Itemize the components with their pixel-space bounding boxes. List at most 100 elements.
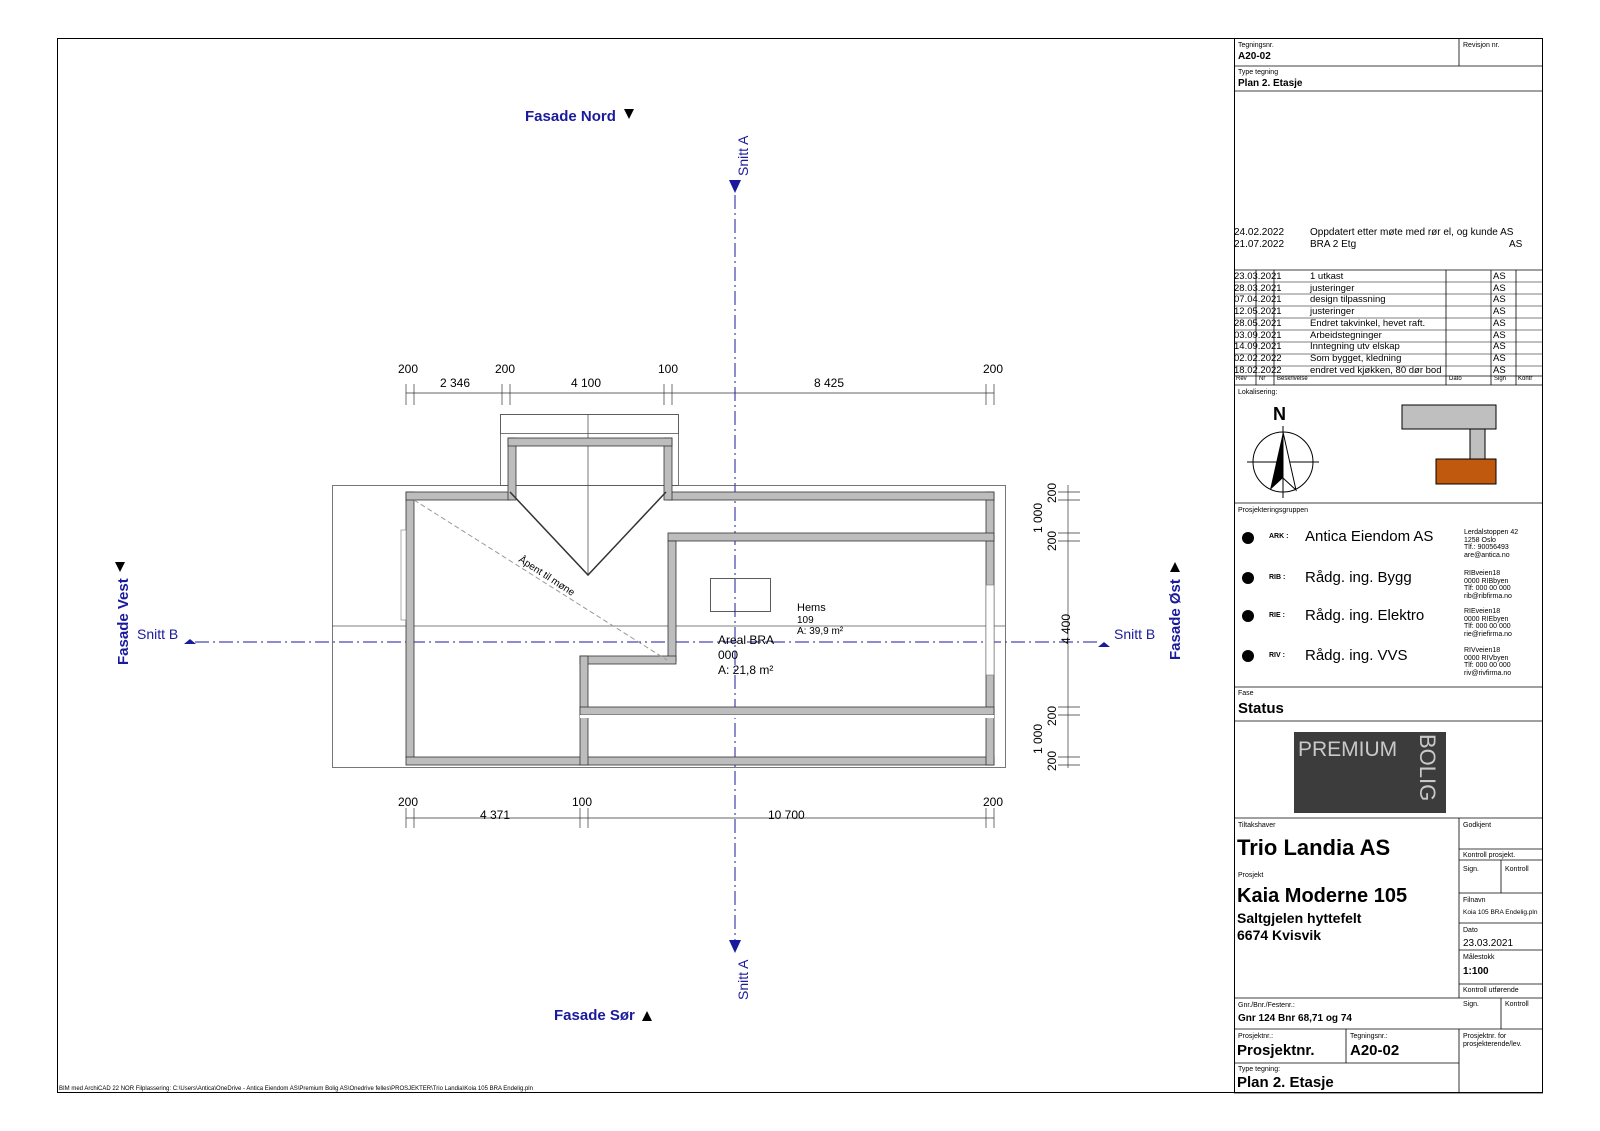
rev-header-date: Dato	[1449, 376, 1462, 382]
north-arrow-icon	[1247, 426, 1319, 498]
footer-file-path: BIM med ArchiCAD 22 NOR Filplassering: C…	[59, 1086, 533, 1092]
revision-row-date: 07.04.2021	[1234, 294, 1282, 306]
filename-label: Filnavn	[1463, 897, 1486, 904]
dim-top-8425: 8 425	[814, 376, 844, 390]
team-bullet-rib	[1242, 572, 1254, 584]
dim-bottom-200b: 200	[983, 795, 1003, 809]
dim-right-200d: 200	[1045, 751, 1059, 771]
revision-row-sign: AS	[1493, 271, 1506, 282]
approved-label: Godkjent	[1463, 822, 1492, 829]
facade-east-marker	[1170, 562, 1180, 572]
revision-row-date: 28.05.2021	[1234, 317, 1282, 329]
revision-row-sign: AS	[1493, 306, 1506, 318]
revision-row-text: Endret takvinkel, hevet raft.	[1310, 317, 1426, 329]
revision-row-date: 18.02.2022	[1234, 364, 1282, 376]
facade-west-label: Fasade Vest	[115, 578, 132, 665]
section-a-top-label: Snitt A	[735, 135, 751, 176]
open-to-ridge-label: Åpent til møne	[516, 553, 578, 599]
bra-name: Areal BRA	[718, 633, 774, 647]
revision-row-date: 28.03.2021	[1234, 282, 1282, 294]
open-to-ridge-line	[413, 499, 668, 661]
facade-west-marker	[115, 562, 125, 572]
site-location-icon	[1401, 404, 1497, 485]
date-value: 23.03.2021	[1463, 938, 1514, 949]
revision-row-text: Som bygget, kledning	[1310, 352, 1402, 364]
team-rie-role: RIE :	[1269, 612, 1285, 619]
hems-name: Hems	[797, 602, 826, 614]
facade-south-marker	[642, 1011, 652, 1021]
bra-area: A: 21,8 m²	[718, 663, 773, 677]
dormer-roof-outline	[500, 414, 679, 486]
section-a-bottom-label: Snitt A	[735, 959, 751, 1000]
section-b-left-label: Snitt B	[137, 626, 178, 642]
north-letter: N	[1273, 404, 1286, 424]
dim-right-200b: 200	[1045, 531, 1059, 551]
scale-value: 1:100	[1463, 966, 1489, 977]
scale-label: Målestokk	[1463, 954, 1495, 961]
group-label: Prosjekteringsgruppen	[1238, 507, 1309, 514]
revision-label: Revisjon nr.	[1463, 42, 1500, 49]
revision-row-text: Arbeidstegninger	[1310, 329, 1382, 341]
revision-row-text: design tilpassning	[1310, 294, 1386, 306]
team-rib-name: Rådg. ing. Bygg	[1305, 569, 1412, 586]
dim-top-200b: 200	[495, 362, 515, 376]
projno-label: Prosjektnr.:	[1238, 1033, 1274, 1040]
control2-label: Kontroll	[1505, 1001, 1529, 1008]
sign2-label: Sign.	[1463, 1001, 1479, 1008]
team-bullet-riv	[1242, 650, 1254, 662]
projno-value: Prosjektnr.	[1237, 1042, 1315, 1059]
revision-row-text: Inntegning utv elskap	[1310, 341, 1400, 353]
window-east	[985, 584, 995, 676]
project-label: Prosjekt	[1238, 872, 1264, 879]
rev-header-desc: Beskrivelse	[1277, 376, 1308, 382]
revision-row-date: 23.03.2021	[1234, 271, 1282, 282]
drawno2-label: Tegningsnr.:	[1350, 1033, 1388, 1040]
dormer-valley	[509, 491, 667, 577]
revision-row-date: 03.09.2021	[1234, 329, 1282, 341]
dim-right-1000b: 1 000	[1031, 724, 1045, 754]
team-bullet-ark	[1242, 532, 1254, 544]
dim-top-200c: 200	[983, 362, 1003, 376]
rev-header-kontr: Kontr	[1518, 376, 1533, 382]
rev-header-nr: Nr	[1259, 376, 1266, 382]
revision-row-text: justeringer	[1310, 282, 1355, 294]
sign-label: Sign.	[1463, 866, 1479, 873]
dim-right-4400: 4 400	[1059, 614, 1073, 644]
note-1-text: Oppdatert etter møte med rør el, og kund…	[1310, 227, 1514, 238]
dim-top-200a: 200	[398, 362, 418, 376]
note-2-sign: AS	[1509, 239, 1523, 250]
dim-bottom-100: 100	[572, 795, 592, 809]
section-b-right-label: Snitt B	[1114, 626, 1155, 642]
team-riv-role: RIV :	[1269, 652, 1285, 659]
date-label: Dato	[1463, 927, 1478, 934]
note-2-text: BRA 2 Etg	[1310, 239, 1357, 250]
phase-label: Fase	[1238, 690, 1254, 697]
revision-row-text: justeringer	[1310, 306, 1355, 318]
team-riv-name: Rådg. ing. VVS	[1305, 647, 1408, 664]
drawing-no: A20-02	[1238, 51, 1271, 62]
team-rie-name: Rådg. ing. Elektro	[1305, 607, 1425, 624]
dim-bottom-200a: 200	[398, 795, 418, 809]
project-location: 6674 Kvisvik	[1237, 927, 1322, 943]
revision-row-date: 02.02.2022	[1234, 352, 1282, 364]
dim-top-100: 100	[658, 362, 678, 376]
revision-row-sign: AS	[1493, 282, 1506, 294]
dim-top-2346: 2 346	[440, 376, 470, 390]
section-a-bottom-marker	[729, 940, 741, 953]
revision-row-sign: AS	[1493, 317, 1506, 329]
note-2-date: 21.07.2022	[1234, 239, 1285, 250]
section-b-left-marker	[184, 639, 196, 644]
dim-top-4100: 4 100	[571, 376, 601, 390]
revision-row-text: endret ved kjøkken, 80 dør bod	[1310, 364, 1442, 376]
note-1-date: 24.02.2022	[1234, 227, 1285, 238]
revision-row-sign: AS	[1493, 364, 1506, 376]
dim-bottom-4371: 4 371	[480, 808, 510, 822]
drawing-no-label: Tegningsnr.	[1238, 42, 1274, 49]
rev-header-sign: Sign	[1494, 376, 1507, 382]
type2-value: Plan 2. Etasje	[1237, 1074, 1334, 1091]
type-label: Type tegning	[1238, 69, 1279, 76]
